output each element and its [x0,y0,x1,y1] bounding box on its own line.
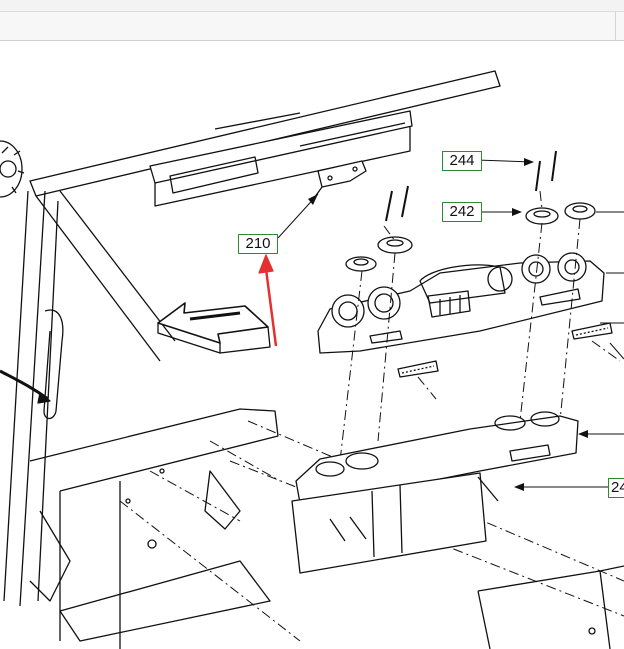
parts-diagram [0,41,624,649]
left-post [0,190,64,607]
bracket-part [311,160,367,202]
gear-part [0,140,25,198]
red-pointer-arrow [258,254,278,347]
gauge-bezels [345,202,596,272]
callout-244: 244 [442,151,482,171]
screws [385,150,557,222]
cart-body [29,408,624,649]
leader-arrowheads [308,158,588,491]
callout-210: 210 [238,234,278,254]
direction-arrow-icon [157,302,271,354]
switch-strips [397,322,613,378]
roof-frame [29,70,501,362]
tab-strip [0,12,624,41]
upper-dash-panel [317,252,605,354]
callout-24-cut: 24 [608,478,624,498]
lower-dash-carrier [291,411,579,574]
callout-242: 242 [442,202,482,222]
window-top-bar [0,0,624,12]
tab-divider [615,12,616,40]
exploded-view-drawing [0,70,624,649]
